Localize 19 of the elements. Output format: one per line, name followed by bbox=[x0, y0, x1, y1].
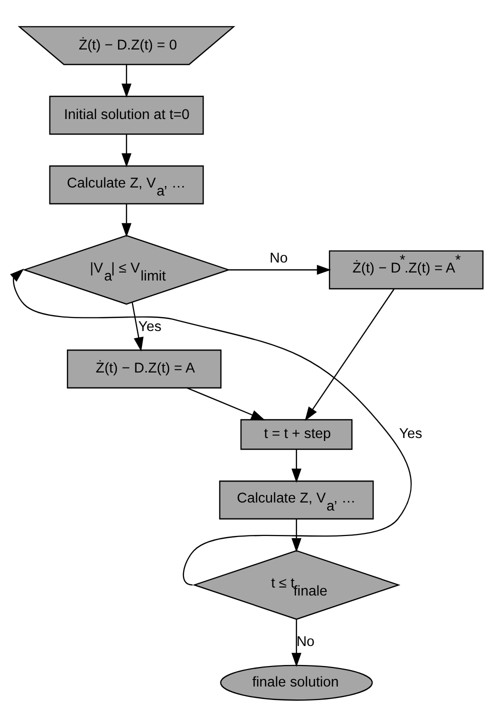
node-box: t = t + step bbox=[240, 419, 353, 450]
edge-label: Yes bbox=[138, 318, 162, 335]
arrow bbox=[122, 64, 132, 98]
node-ellipse: finale solution bbox=[220, 664, 373, 701]
edge-label: No bbox=[270, 250, 288, 266]
arrow bbox=[186, 387, 266, 420]
arrow bbox=[292, 519, 302, 552]
edge-label: Yes bbox=[399, 426, 422, 442]
node-box: Initial solution at t=0 bbox=[49, 96, 204, 135]
arrow bbox=[122, 204, 132, 238]
node-box: Ż(t) − D.Z(t) = A bbox=[66, 350, 222, 388]
arrow bbox=[292, 449, 302, 483]
arrow bbox=[10, 268, 412, 586]
arrow bbox=[122, 134, 132, 168]
edge-label: No bbox=[296, 634, 315, 650]
arrow bbox=[228, 264, 332, 275]
arrow bbox=[304, 288, 395, 421]
arrow bbox=[132, 302, 144, 352]
arrow bbox=[292, 620, 302, 668]
